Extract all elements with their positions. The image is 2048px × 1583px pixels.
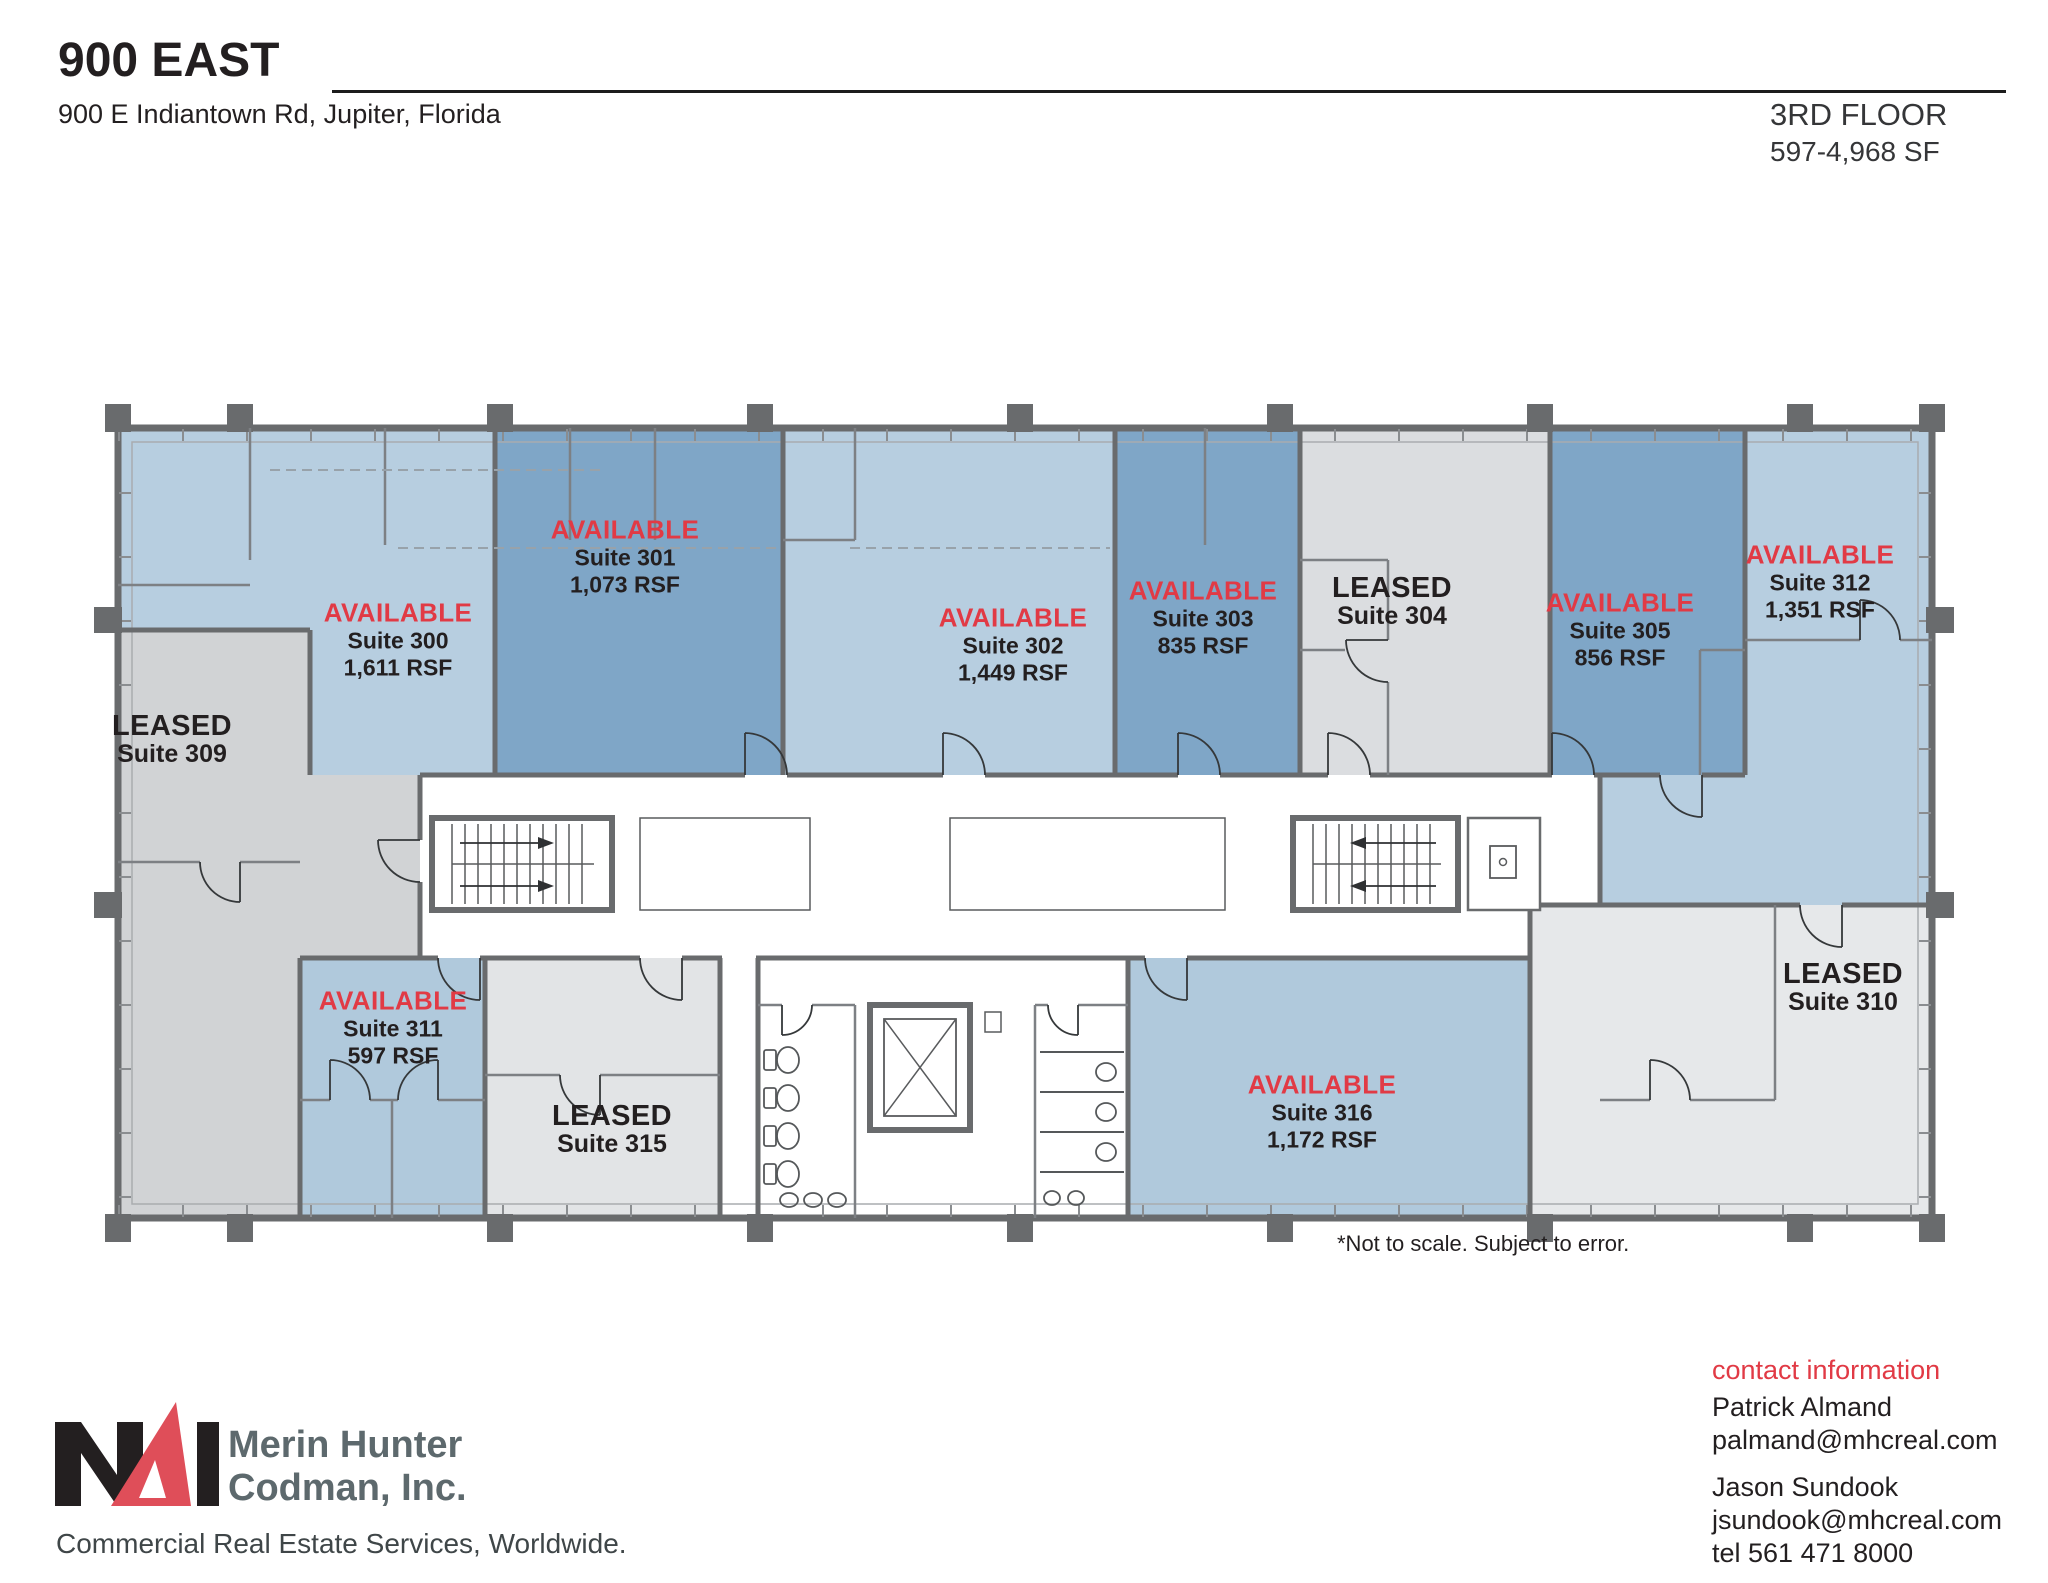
suite-309-region xyxy=(118,630,420,1218)
suite-316-region xyxy=(1128,958,1530,1218)
suite-regions xyxy=(118,428,1932,1218)
suite-label-300: AVAILABLE Suite 300 1,611 RSF xyxy=(323,597,473,682)
suite-315-region xyxy=(485,958,720,1218)
sink-closet-icon xyxy=(1466,816,1542,912)
company-name: Merin Hunter Codman, Inc. xyxy=(228,1424,467,1510)
door-swings xyxy=(199,599,1901,1116)
company-line1: Merin Hunter xyxy=(228,1424,463,1466)
suite-status: AVAILABLE xyxy=(550,514,700,545)
suite-status: LEASED xyxy=(1782,958,1904,990)
contact-block: contact information Patrick Almand palma… xyxy=(1712,1354,2002,1583)
suite-303-region xyxy=(1115,428,1300,775)
suite-label-310: LEASED Suite 310 xyxy=(1783,960,1903,1016)
size-range: 597-4,968 SF xyxy=(1770,136,1940,167)
suite-label-304: LEASED Suite 304 xyxy=(1332,574,1452,630)
suite-status: LEASED xyxy=(551,1100,673,1132)
floor-info: 3RD FLOOR 597-4,968 SF xyxy=(1770,96,1947,170)
suite-label-311: AVAILABLE Suite 311 597 RSF xyxy=(318,985,468,1070)
restroom-right-icon xyxy=(1040,1051,1124,1206)
agent-name: Jason Sundook xyxy=(1712,1472,1899,1502)
suite-label-316: AVAILABLE Suite 316 1,172 RSF xyxy=(1247,1069,1397,1154)
suite-label-309: LEASED Suite 309 xyxy=(112,712,232,768)
suite-rsf: 1,449 RSF xyxy=(958,659,1068,686)
suite-name: Suite 301 xyxy=(574,544,676,571)
suite-rsf: 1,073 RSF xyxy=(570,571,680,598)
building-shell xyxy=(94,404,1954,1242)
suite-status: AVAILABLE xyxy=(323,597,473,628)
stairs-right-icon xyxy=(1290,815,1461,913)
suite-name: Suite 303 xyxy=(1152,605,1254,632)
suite-status: AVAILABLE xyxy=(1745,539,1895,570)
suite-310-region xyxy=(1530,905,1932,1218)
suite-name: Suite 311 xyxy=(343,1015,443,1042)
suite-label-303: AVAILABLE Suite 303 835 RSF xyxy=(1128,575,1278,660)
nai-logo-icon xyxy=(55,1402,219,1506)
agent-1: Patrick Almand palmand@mhcreal.com xyxy=(1712,1391,2002,1457)
suite-label-312: AVAILABLE Suite 312 1,351 RSF xyxy=(1745,539,1895,624)
agent-2: Jason Sundook jsundook@mhcreal.com tel 5… xyxy=(1712,1471,2002,1570)
suite-name: Suite 316 xyxy=(1271,1099,1373,1126)
suite-name: Suite 309 xyxy=(117,740,227,768)
agent-name: Patrick Almand xyxy=(1712,1392,1893,1422)
corridor-shafts xyxy=(639,817,1226,911)
suite-name: Suite 312 xyxy=(1769,569,1871,596)
demising-walls xyxy=(118,428,1932,1218)
company-tagline: Commercial Real Estate Services, Worldwi… xyxy=(56,1528,627,1559)
suite-name: Suite 310 xyxy=(1788,988,1898,1016)
dashed-partition-lines xyxy=(270,469,1110,549)
suite-rsf: 1,351 RSF xyxy=(1765,596,1875,623)
plan-disclaimer: *Not to scale. Subject to error. xyxy=(1337,1231,1630,1256)
suite-rsf: 1,172 RSF xyxy=(1267,1126,1377,1153)
company-line2: Codman, Inc. xyxy=(228,1467,467,1509)
suite-status: AVAILABLE xyxy=(1128,575,1278,606)
suite-name: Suite 304 xyxy=(1337,602,1447,630)
suite-302-region xyxy=(783,428,1115,775)
column-markers xyxy=(94,404,1954,1242)
suite-label-302: AVAILABLE Suite 302 1,449 RSF xyxy=(938,602,1088,687)
suite-rsf: 1,611 RSF xyxy=(343,654,453,681)
suite-312-region xyxy=(1600,428,1932,905)
suite-status: AVAILABLE xyxy=(318,985,468,1016)
suite-304-region xyxy=(1300,428,1550,775)
suite-status: AVAILABLE xyxy=(1247,1069,1397,1100)
suite-status: AVAILABLE xyxy=(1545,587,1695,618)
suite-label-305: AVAILABLE Suite 305 856 RSF xyxy=(1545,587,1695,672)
suite-status: LEASED xyxy=(1331,572,1453,604)
agent-email: palmand@mhcreal.com xyxy=(1712,1425,1998,1455)
agent-email: jsundook@mhcreal.com xyxy=(1712,1505,2003,1535)
suite-status: LEASED xyxy=(111,710,233,742)
page-title: 900 EAST xyxy=(58,34,280,87)
header-rule xyxy=(332,90,2006,93)
suite-305-region xyxy=(1550,428,1745,775)
suite-name: Suite 305 xyxy=(1569,617,1671,644)
suite-rsf: 856 RSF xyxy=(1574,644,1666,671)
suite-rsf: 835 RSF xyxy=(1157,632,1249,659)
phone-number: tel 561 471 8000 xyxy=(1712,1538,1914,1568)
suite-label-315: LEASED Suite 315 xyxy=(552,1102,672,1158)
floor-label: 3RD FLOOR xyxy=(1770,97,1948,132)
stairs-left-icon xyxy=(429,815,615,913)
restroom-left-icon xyxy=(763,1046,847,1208)
suite-label-301: AVAILABLE Suite 301 1,073 RSF xyxy=(550,514,700,599)
suite-name: Suite 300 xyxy=(347,627,449,654)
suite-name: Suite 302 xyxy=(962,632,1064,659)
elevator-icon xyxy=(867,1002,1002,1133)
suite-name: Suite 315 xyxy=(557,1130,667,1158)
suite-301-region xyxy=(495,428,783,775)
contact-heading: contact information xyxy=(1712,1355,1941,1385)
property-address: 900 E Indiantown Rd, Jupiter, Florida xyxy=(58,99,501,129)
suite-rsf: 597 RSF xyxy=(347,1042,439,1069)
interior-partitions xyxy=(118,428,1932,1218)
suite-status: AVAILABLE xyxy=(938,602,1088,633)
